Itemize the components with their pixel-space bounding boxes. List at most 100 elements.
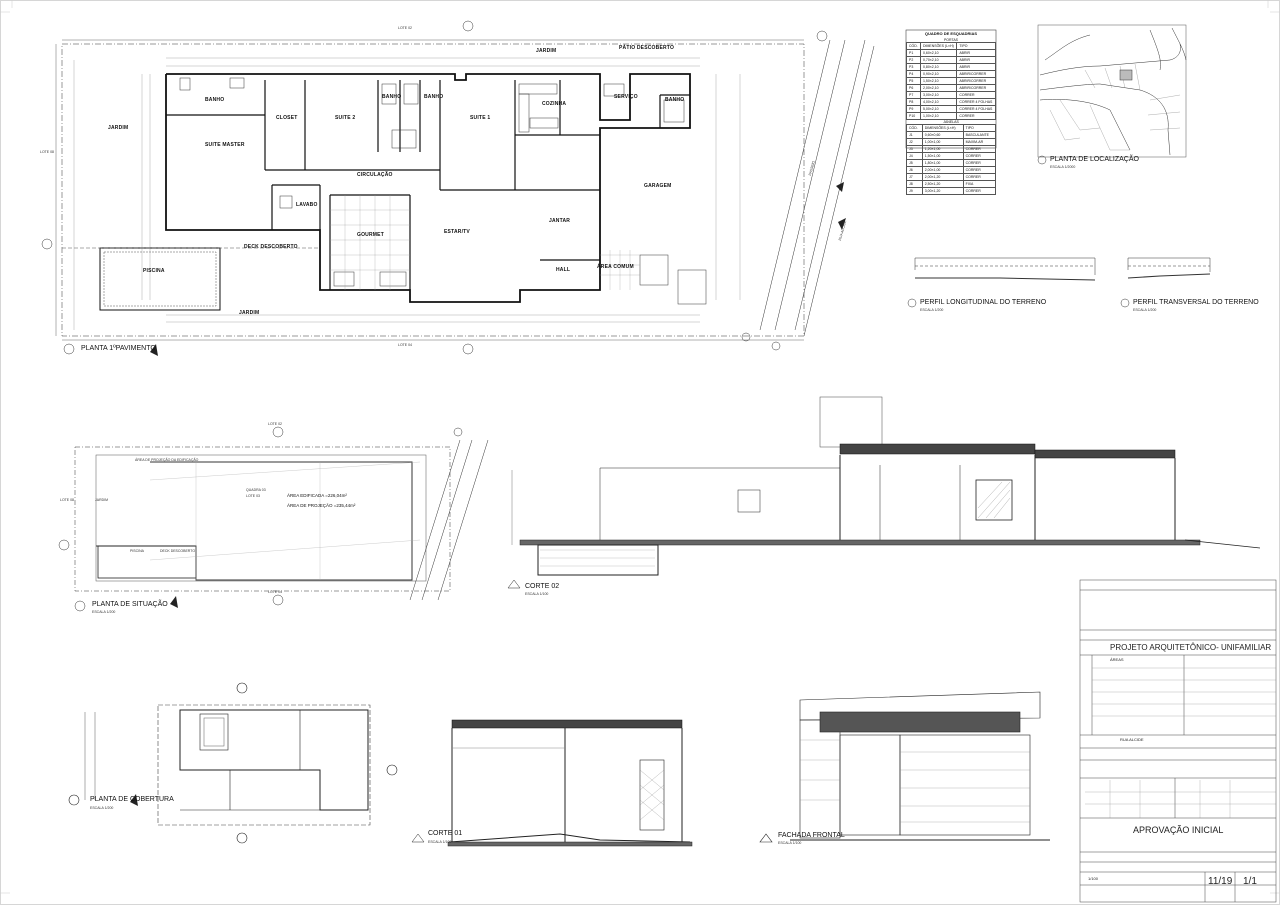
room-banho-4: BANHO xyxy=(665,97,685,103)
sit-jardim: JARDIM xyxy=(95,498,109,502)
quadro-janelas-header: JANELAS xyxy=(943,120,959,124)
perfis xyxy=(907,257,1211,308)
janela-header-cell: TIPO xyxy=(962,124,997,132)
corte01-scale: ESCALA 1/100 xyxy=(428,840,452,844)
room-jardim-bottom: JARDIM xyxy=(239,310,260,316)
porta-cell: CORRER 4 FOLHAS xyxy=(956,105,996,113)
porta-cell: ABRIR/CORRER xyxy=(956,84,996,92)
janela-cell: J6 xyxy=(906,166,923,174)
sit-lote: LOTE 03 xyxy=(246,494,261,498)
room-estar: ESTAR/TV xyxy=(444,229,470,235)
porta-cell: CORRER xyxy=(956,112,996,120)
porta-cell: 0,60×2,10 xyxy=(919,49,958,57)
janela-cell: 1,00×1,00 xyxy=(921,138,964,146)
lot-left-label: LOTE 08 xyxy=(40,150,55,154)
room-circulacao: CIRCULAÇÃO xyxy=(357,172,393,178)
fachada-scale: ESCALA 1/100 xyxy=(778,841,802,845)
sit-quadra: QUADRA 03 xyxy=(246,488,266,492)
porta-cell: P4 xyxy=(906,70,921,78)
plan-1-pavimento xyxy=(41,20,875,356)
porta-cell: 2,00×2,10 xyxy=(919,84,958,92)
situacao-title: PLANTA DE SITUAÇÃO xyxy=(92,601,168,608)
janela-cell: CORRER xyxy=(962,159,997,167)
plan1-title: PLANTA 1ºPAVIMENTO xyxy=(81,345,156,352)
janela-cell: J3 xyxy=(906,145,923,153)
fachada-frontal xyxy=(759,691,1050,843)
porta-cell: 0,80×2,10 xyxy=(919,63,958,71)
room-suite-1: SUITE 1 xyxy=(470,115,491,121)
quadro-portas-header: PORTAS xyxy=(943,38,959,42)
room-banho-3: BANHO xyxy=(424,94,444,100)
sit-lot-top: LOTE 02 xyxy=(268,422,283,426)
janela-cell: J8 xyxy=(906,180,923,188)
janela-cell: CORRER xyxy=(962,152,997,160)
janela-cell: J1 xyxy=(906,131,923,139)
janela-cell: J5 xyxy=(906,159,923,167)
sit-area-label: ÁREA DE PROJEÇÃO DA EDIFICAÇÃO xyxy=(135,458,199,462)
porta-cell: 0,90×2,10 xyxy=(919,70,958,78)
tb-areas: ÁREAS xyxy=(1110,657,1124,662)
sit-piscina: PISCINA xyxy=(130,549,145,553)
janela-cell: J4 xyxy=(906,152,923,160)
janela-cell: CORRER xyxy=(962,173,997,181)
corte-01 xyxy=(411,719,693,847)
porta-cell: 1,50×2,10 xyxy=(919,77,958,85)
porta-cell: 1,00×2,10 xyxy=(919,112,958,120)
room-banho-2: BANHO xyxy=(382,94,402,100)
room-closet: CLOSET xyxy=(276,115,298,121)
janela-cell: 1,80×1,00 xyxy=(921,159,964,167)
porta-cell: ABRIR/CORRER xyxy=(956,77,996,85)
room-area-comum: ÁREA COMUM xyxy=(597,264,634,270)
porta-cell: CORRER 4 FOLHAS xyxy=(956,98,996,106)
janela-cell: CORRER xyxy=(962,145,997,153)
corte01-title: CORTE 01 xyxy=(428,830,463,837)
corte-02 xyxy=(507,396,1261,589)
corte02-scale: ESCALA 1/100 xyxy=(525,592,549,596)
janela-header-cell: DIMENSÕES (L×H) xyxy=(921,124,964,132)
planta-cobertura xyxy=(68,682,398,844)
porta-cell: P3 xyxy=(906,63,921,71)
room-jardim-top: JARDIM xyxy=(536,48,557,54)
porta-header-cell: CÓD. xyxy=(906,42,921,50)
porta-cell: 5,00×2,10 xyxy=(919,105,958,113)
janela-cell: BASCULANTE xyxy=(962,131,997,139)
room-garagem: GARAGEM xyxy=(644,183,672,189)
janela-cell: 2,00×1,20 xyxy=(921,173,964,181)
tb-aprovacao: APROVAÇÃO INICIAL xyxy=(1133,825,1224,835)
porta-cell: ABRIR/CORRER xyxy=(956,70,996,78)
janela-cell: J9 xyxy=(906,187,923,195)
porta-cell: P5 xyxy=(906,77,921,85)
room-gourmet: GOURMET xyxy=(357,232,384,238)
janela-cell: 2,00×1,00 xyxy=(921,166,964,174)
room-jantar: JANTAR xyxy=(549,218,571,224)
situacao-scale: ESCALA 1/200 xyxy=(92,610,116,614)
room-deck: DECK DESCOBERTO xyxy=(244,244,298,250)
lot-bottom-label: LOTE 04 xyxy=(398,343,413,347)
room-suite-master: SUITE MASTER xyxy=(205,142,245,148)
porta-cell: ABRIR xyxy=(956,63,996,71)
localizacao-map xyxy=(1037,24,1187,165)
porta-cell: P8 xyxy=(906,98,921,106)
localizacao-title: PLANTA DE LOCALIZAÇÃO xyxy=(1050,156,1139,163)
room-patio: PÁTIO DESCOBERTO xyxy=(619,45,675,51)
room-cozinha: COZINHA xyxy=(542,101,567,107)
quadro-esquadrias: QUADRO DE ESQUADRIAS PORTAS CÓD.DIMENSÕE… xyxy=(906,30,997,195)
janela-cell: J7 xyxy=(906,173,923,181)
sit-area-edificada: ÁREA EDIFICADA =226,04m² xyxy=(287,493,347,498)
sit-lot-left: LOTE 08 xyxy=(60,498,75,502)
